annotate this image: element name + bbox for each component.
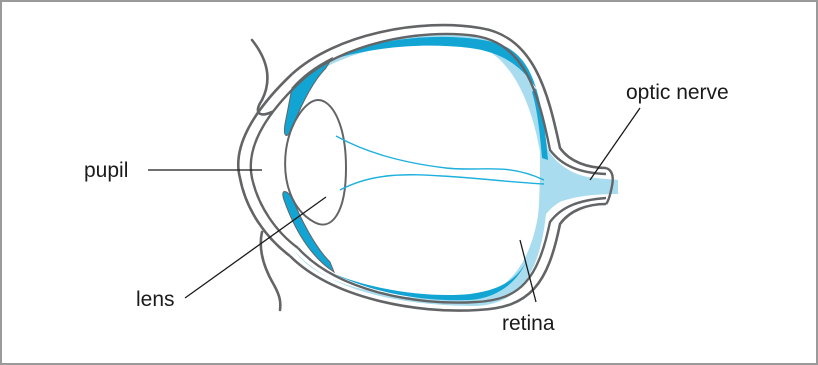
label-optic-nerve: optic nerve xyxy=(626,81,729,104)
label-retina: retina xyxy=(502,312,555,335)
label-lens: lens xyxy=(136,288,175,311)
label-pupil: pupil xyxy=(84,159,128,182)
